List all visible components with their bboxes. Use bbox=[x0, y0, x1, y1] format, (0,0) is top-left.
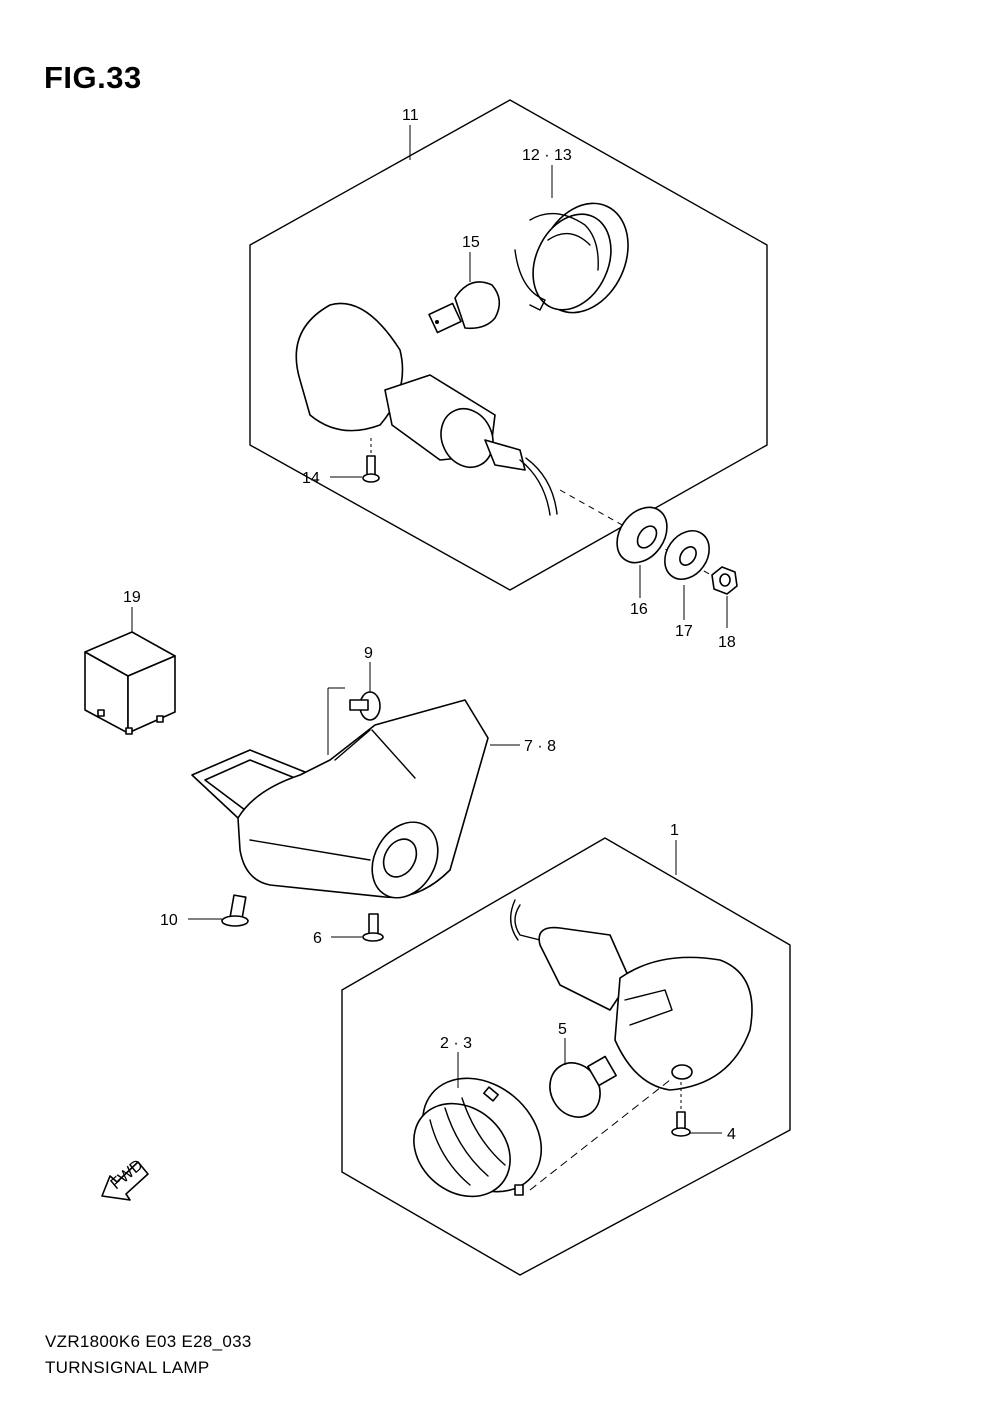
lamp-body-upper bbox=[295, 302, 558, 516]
bolt-10 bbox=[221, 894, 249, 927]
callout-5: 5 bbox=[558, 1021, 567, 1038]
nut-18 bbox=[711, 566, 738, 595]
figure-title: FIG.33 bbox=[44, 60, 142, 95]
bulb-15 bbox=[428, 281, 501, 334]
callout-7-8: 7 · 8 bbox=[524, 738, 556, 755]
callout-14: 14 bbox=[302, 470, 320, 487]
lamp-body-lower bbox=[510, 899, 753, 1091]
bolt-9 bbox=[349, 691, 381, 721]
callout-17: 17 bbox=[675, 623, 693, 640]
screw-14 bbox=[362, 455, 380, 483]
screw-6 bbox=[362, 913, 384, 942]
assembly-hexagon-upper bbox=[249, 99, 768, 591]
callout-2-3: 2 · 3 bbox=[440, 1035, 472, 1052]
callout-11: 11 bbox=[402, 107, 419, 124]
lock-washer-16 bbox=[616, 506, 668, 564]
assembly-hexagon-lower bbox=[341, 837, 791, 1276]
lens-lower bbox=[413, 1077, 543, 1198]
bracket-7-8 bbox=[191, 687, 489, 899]
callout-9: 9 bbox=[364, 645, 373, 662]
relay-19 bbox=[84, 631, 176, 735]
callout-6: 6 bbox=[313, 930, 322, 947]
lens-upper bbox=[514, 202, 629, 314]
washer-17 bbox=[664, 530, 710, 580]
screw-4 bbox=[671, 1111, 691, 1137]
fwd-arrow-icon: FWD bbox=[101, 1157, 149, 1201]
callout-16: 16 bbox=[630, 601, 648, 618]
callout-4: 4 bbox=[727, 1126, 736, 1143]
callout-19: 19 bbox=[123, 589, 141, 606]
callout-12-13: 12 · 13 bbox=[522, 147, 572, 164]
callout-18: 18 bbox=[718, 634, 736, 651]
callout-1: 1 bbox=[670, 822, 679, 839]
bulb-5 bbox=[549, 1055, 617, 1118]
figure-name: TURNSIGNAL LAMP bbox=[45, 1358, 210, 1377]
callout-10: 10 bbox=[160, 912, 178, 929]
callout-15: 15 bbox=[462, 234, 480, 251]
figure-code: VZR1800K6 E03 E28_033 bbox=[45, 1332, 252, 1351]
